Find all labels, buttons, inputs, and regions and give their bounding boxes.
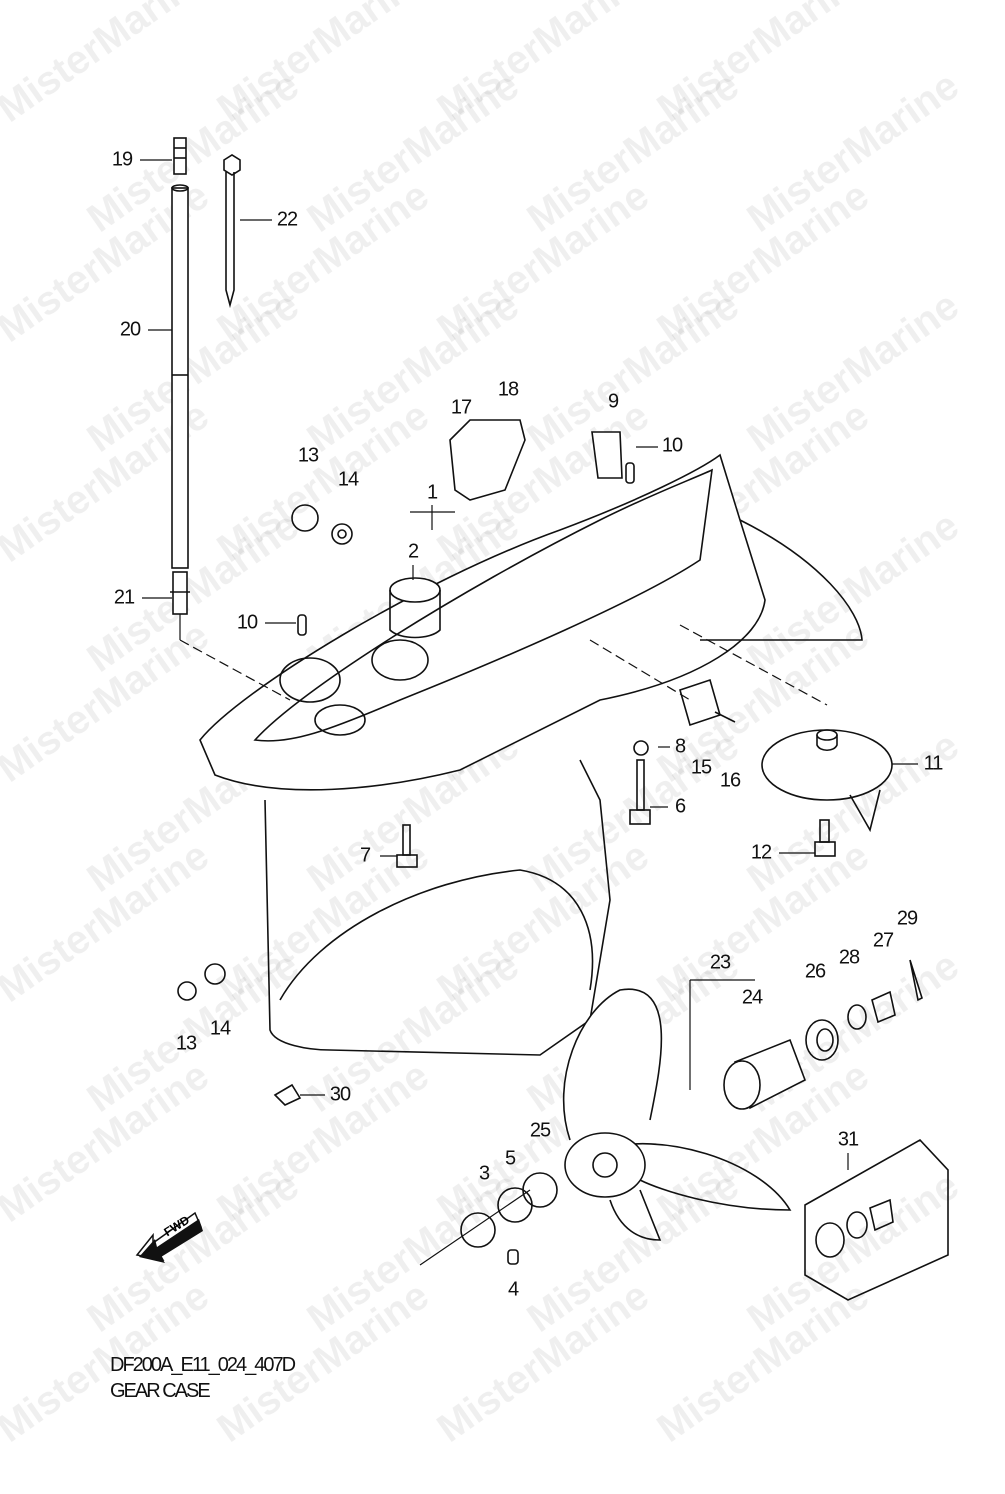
callout-part-number[interactable]: 10 bbox=[236, 611, 258, 634]
part-16-bolt bbox=[714, 711, 736, 723]
part-24-spacer bbox=[723, 1038, 807, 1110]
gear-case-body bbox=[199, 453, 863, 1056]
callout-part-number[interactable]: 14 bbox=[337, 468, 359, 491]
part-7-bolt bbox=[396, 824, 418, 868]
callout-part-number[interactable]: 22 bbox=[276, 208, 298, 231]
part-27-nut bbox=[871, 990, 896, 1024]
callout-part-number[interactable]: 13 bbox=[297, 444, 319, 467]
callout-part-number[interactable]: 15 bbox=[690, 756, 712, 779]
part-28-washer bbox=[847, 1004, 867, 1030]
callout-part-number[interactable]: 4 bbox=[507, 1278, 519, 1301]
part-14-washer bbox=[331, 523, 353, 545]
callout-part-number[interactable]: 19 bbox=[111, 148, 133, 171]
callout-part-number[interactable]: 24 bbox=[741, 986, 763, 1009]
callout-part-number[interactable]: 25 bbox=[529, 1119, 551, 1142]
callout-part-number[interactable]: 2 bbox=[407, 540, 419, 563]
callout-part-number[interactable]: 30 bbox=[329, 1083, 351, 1106]
callout-part-number[interactable]: 16 bbox=[719, 769, 741, 792]
callout-part-number[interactable]: 5 bbox=[504, 1147, 516, 1170]
callout-part-number[interactable]: 10 bbox=[661, 434, 683, 457]
part-14-washer-b bbox=[204, 963, 226, 985]
callout-part-number[interactable]: 23 bbox=[709, 951, 731, 974]
part-13-plug-b bbox=[177, 981, 197, 1001]
part-10-pin-b bbox=[297, 614, 307, 636]
part-13-plug bbox=[291, 504, 319, 532]
callout-part-number[interactable]: 13 bbox=[175, 1032, 197, 1055]
arrow-icon bbox=[135, 1211, 203, 1263]
part-20-driveshaft bbox=[171, 184, 189, 569]
callout-part-number[interactable]: 29 bbox=[896, 907, 918, 930]
part-17-18-clip bbox=[449, 419, 526, 501]
callout-part-number[interactable]: 21 bbox=[113, 586, 135, 609]
part-19-spline bbox=[173, 137, 187, 175]
callout-part-number[interactable]: 1 bbox=[426, 481, 438, 504]
part-31-kit bbox=[804, 1138, 949, 1301]
callout-part-number[interactable]: 20 bbox=[119, 318, 141, 341]
callout-part-number[interactable]: 17 bbox=[450, 396, 472, 419]
callout-part-number[interactable]: 6 bbox=[674, 795, 686, 818]
part-10-pin bbox=[625, 462, 635, 484]
part-3-5-25 bbox=[460, 1172, 558, 1265]
callout-part-number[interactable]: 14 bbox=[209, 1017, 231, 1040]
callout-part-number[interactable]: 31 bbox=[837, 1128, 859, 1151]
fwd-arrow: FWD bbox=[135, 1205, 205, 1270]
callout-part-number[interactable]: 27 bbox=[872, 929, 894, 952]
part-9-cap bbox=[591, 431, 623, 479]
part-21-fitting bbox=[170, 571, 190, 615]
callout-part-number[interactable]: 7 bbox=[359, 844, 371, 867]
part-6-bolt bbox=[629, 759, 651, 825]
part-8-washer bbox=[633, 740, 649, 756]
part-15-anode bbox=[679, 678, 721, 727]
diagram-title: GEAR CASE bbox=[110, 1380, 211, 1402]
part-30 bbox=[273, 1083, 302, 1106]
propeller bbox=[562, 988, 792, 1241]
part-22-tie bbox=[223, 154, 241, 309]
callout-part-number[interactable]: 26 bbox=[804, 960, 826, 983]
callout-part-number[interactable]: 9 bbox=[607, 390, 619, 413]
part-26 bbox=[805, 1019, 839, 1061]
callout-part-number[interactable]: 28 bbox=[838, 946, 860, 969]
part-29-pin bbox=[909, 959, 923, 1002]
leader-lines bbox=[140, 159, 918, 1266]
part-12-bolt bbox=[814, 819, 836, 857]
diagram-code: DF200A_E11_024_407D bbox=[110, 1354, 296, 1376]
callout-part-number[interactable]: 3 bbox=[478, 1162, 490, 1185]
callout-part-number[interactable]: 11 bbox=[923, 752, 944, 775]
callout-part-number[interactable]: 18 bbox=[497, 378, 519, 401]
part-11-trim-tab bbox=[761, 729, 893, 833]
callout-part-number[interactable]: 12 bbox=[750, 841, 772, 864]
callout-part-number[interactable]: 8 bbox=[674, 735, 686, 758]
